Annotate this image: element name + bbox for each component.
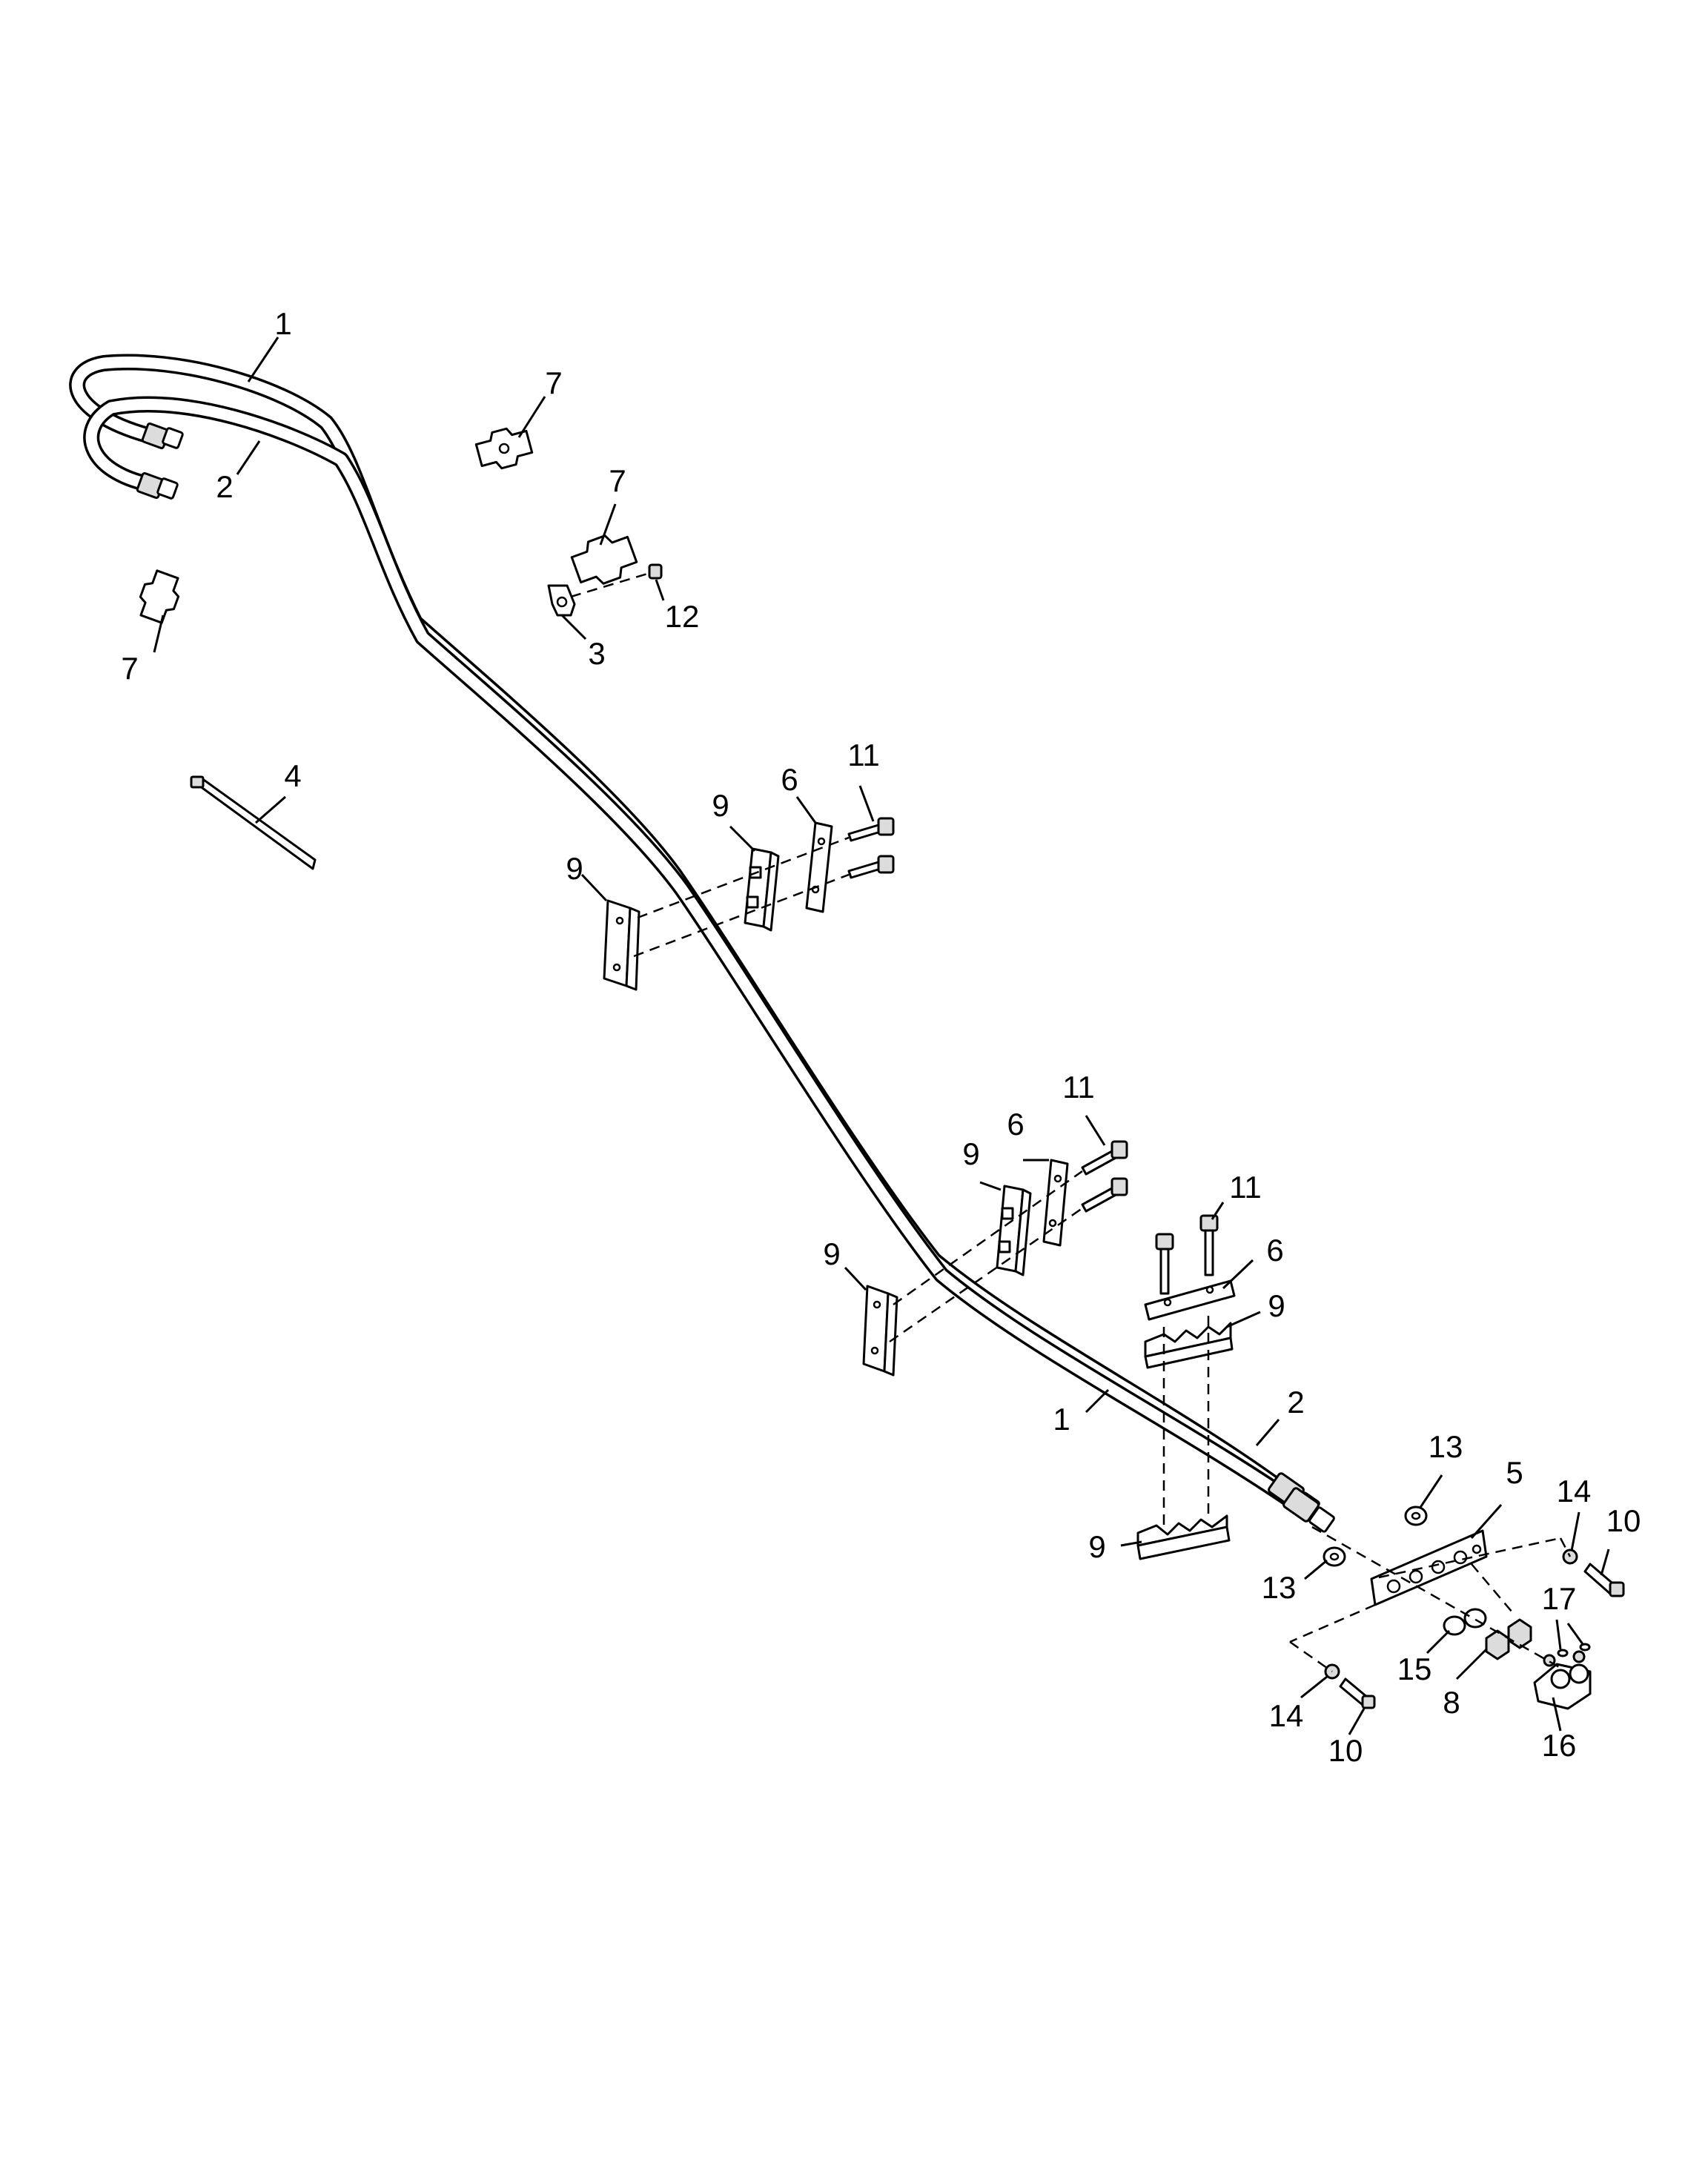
callout-16: 16: [1542, 1728, 1577, 1763]
clamp-half-9-upper-left: [603, 899, 640, 991]
callout-9-lower-bottom: 9: [1088, 1529, 1105, 1564]
callout-13-upper: 13: [1429, 1429, 1463, 1464]
callout-10-lower: 10: [1328, 1733, 1363, 1768]
hose-fitting-right: [1268, 1472, 1335, 1533]
hose-2: [83, 396, 1305, 1513]
bolt-12: [648, 563, 663, 580]
leader-lines: [153, 337, 1610, 1735]
callout-10-upper: 10: [1606, 1503, 1641, 1538]
hose-assembly: [69, 354, 1335, 1533]
clamp-half-9-lower-bottom: [1136, 1514, 1231, 1560]
bolt-11-middle-b: [1081, 1177, 1128, 1213]
hose-fitting-lower-left: [136, 471, 179, 500]
plate-6-middle: [1042, 1159, 1069, 1247]
callout-6-upper: 6: [781, 762, 798, 797]
callout-3: 3: [588, 636, 605, 671]
plate-6-lower: [1144, 1279, 1236, 1321]
bolt-11-lower-a: [1155, 1233, 1174, 1295]
bolt-11-lower-b: [1199, 1214, 1219, 1276]
callout-15: 15: [1397, 1652, 1432, 1686]
callout-2-top: 2: [216, 469, 233, 504]
hose-fitting-upper-left: [141, 422, 184, 450]
callout-6-middle: 6: [1007, 1107, 1024, 1142]
oring-17: [1557, 1643, 1591, 1657]
callout-12: 12: [665, 599, 700, 634]
callout-2-bottom: 2: [1287, 1385, 1304, 1420]
callout-1-bottom: 1: [1053, 1402, 1070, 1437]
clamp-half-9-lower-top: [1144, 1322, 1234, 1369]
bracket-3: [547, 584, 576, 617]
callout-11-middle: 11: [1062, 1070, 1095, 1104]
washer-13-lower: [1323, 1546, 1346, 1567]
cable-tie-4: [190, 775, 317, 870]
tee-fitting-16: [1533, 1650, 1592, 1710]
callout-9-upper-right: 9: [712, 788, 729, 823]
callout-labels: 1 2 7 7 7 12 3 4 11 9 6 9 11 6 9 11 6 9 …: [121, 306, 1641, 1768]
bolt-10-lower: [1339, 1677, 1376, 1709]
callout-9-middle-left: 9: [823, 1236, 840, 1271]
callout-9-upper-left: 9: [566, 851, 583, 886]
bulkhead-plate-5: [1370, 1529, 1488, 1606]
clamp-group-middle: [862, 1140, 1128, 1377]
clamp-group-lower: [1136, 1214, 1236, 1560]
callout-14-upper: 14: [1557, 1474, 1592, 1508]
bolt-11-upper-a: [847, 817, 895, 842]
washer-13-upper: [1404, 1506, 1428, 1526]
callout-5: 5: [1506, 1455, 1523, 1490]
callout-11-upper: 11: [847, 738, 880, 772]
bolt-11-upper-b: [847, 855, 895, 879]
clamp-half-9-middle-left: [862, 1285, 898, 1377]
clamp-half-9-upper-right: [744, 847, 780, 932]
callout-14-lower: 14: [1269, 1698, 1304, 1733]
callout-11-lower: 11: [1229, 1170, 1262, 1205]
callout-7-top: 7: [545, 365, 562, 400]
callout-9-lower-top: 9: [1268, 1288, 1285, 1323]
callout-4: 4: [284, 758, 301, 793]
clamp-group-upper: [603, 817, 895, 991]
hose-1: [69, 354, 1291, 1498]
callout-6-lower: 6: [1266, 1233, 1283, 1268]
callout-9-middle-right: 9: [962, 1136, 979, 1171]
clip-7-top: [474, 427, 534, 470]
callout-1-top: 1: [274, 306, 291, 341]
clamp-half-9-middle-right: [996, 1185, 1032, 1276]
bolt-10-upper: [1583, 1563, 1625, 1597]
callout-17: 17: [1542, 1581, 1577, 1616]
callout-13-lower: 13: [1262, 1570, 1297, 1605]
plate-6-upper: [805, 821, 833, 913]
bolt-11-middle-a: [1081, 1140, 1128, 1176]
clip-7-left: [139, 569, 180, 624]
clip-7-middle: [570, 534, 638, 585]
callout-7-left: 7: [121, 651, 138, 686]
callout-7-middle: 7: [609, 463, 626, 498]
callout-8: 8: [1443, 1685, 1460, 1720]
